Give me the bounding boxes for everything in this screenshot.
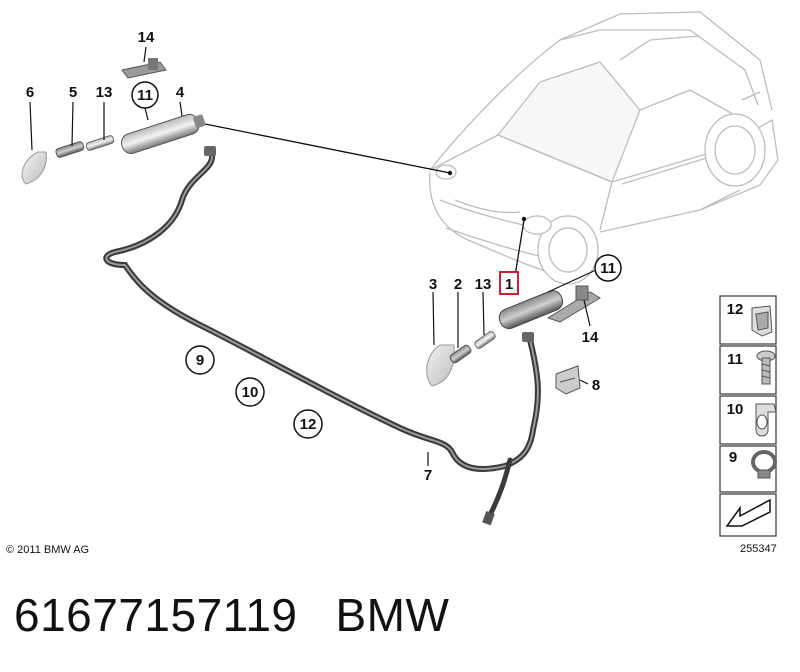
label-11-right: 11 bbox=[600, 260, 616, 277]
label-5: 5 bbox=[69, 84, 77, 101]
circle-9 bbox=[185, 345, 215, 375]
part-caption: 61677157119 BMW bbox=[14, 588, 487, 642]
leader-ticks bbox=[29, 46, 597, 466]
legend-num-10: 10 bbox=[727, 401, 744, 418]
brand-name: BMW bbox=[335, 589, 450, 641]
label-6: 6 bbox=[26, 84, 34, 101]
label-8: 8 bbox=[592, 377, 600, 394]
legend-panel: 12 11 10 9 bbox=[719, 295, 777, 537]
leader-line bbox=[204, 123, 451, 174]
label-3: 3 bbox=[429, 276, 437, 293]
hose-clamp-icon bbox=[751, 450, 777, 479]
open-clamp-icon bbox=[755, 403, 777, 437]
car-outline bbox=[429, 11, 779, 285]
label-14-top: 14 bbox=[138, 29, 155, 46]
label-9: 9 bbox=[196, 352, 204, 369]
label-13-right: 13 bbox=[475, 276, 492, 293]
part-number: 61677157119 bbox=[14, 589, 298, 641]
label-12: 12 bbox=[300, 416, 317, 433]
screw-icon bbox=[756, 350, 776, 385]
circle-11-left bbox=[131, 81, 159, 109]
clip-icon bbox=[751, 305, 773, 337]
diagram-ref-number: 255347 bbox=[740, 543, 777, 555]
copyright-text: © 2011 BMW AG bbox=[6, 544, 89, 556]
circle-12 bbox=[293, 409, 323, 439]
label-14-right: 14 bbox=[582, 329, 599, 346]
left-nozzle-group bbox=[21, 58, 206, 185]
label-13-left: 13 bbox=[96, 84, 113, 101]
label-11-left: 11 bbox=[137, 87, 153, 104]
legend-num-11: 11 bbox=[727, 351, 743, 368]
circle-11-right bbox=[594, 254, 622, 282]
arrow-icon bbox=[725, 498, 771, 527]
highlight-box bbox=[499, 271, 519, 295]
circle-10 bbox=[235, 377, 265, 407]
legend-num-9: 9 bbox=[729, 449, 737, 466]
hose-assembly bbox=[103, 146, 541, 526]
label-1-highlighted: 1 bbox=[505, 276, 513, 293]
label-7: 7 bbox=[424, 467, 432, 484]
label-2: 2 bbox=[454, 276, 462, 293]
right-nozzle-group bbox=[426, 285, 601, 395]
label-4: 4 bbox=[176, 84, 185, 101]
legend-num-12: 12 bbox=[727, 301, 744, 318]
label-10: 10 bbox=[242, 384, 259, 401]
